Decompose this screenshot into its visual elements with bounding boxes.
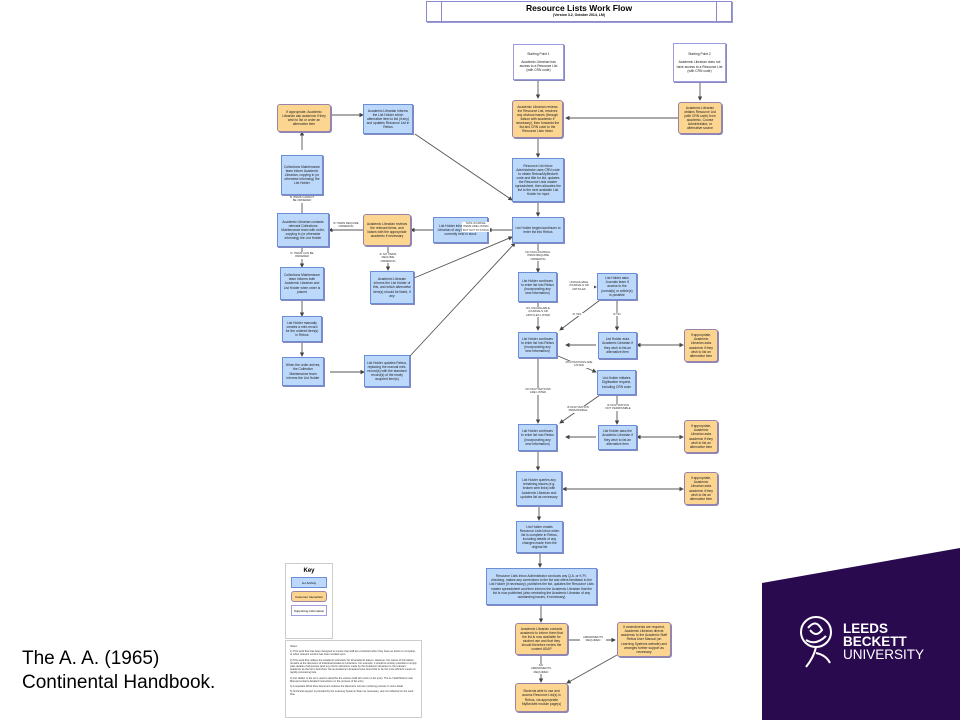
ask-academic-3: If appropriate, Academic Librarian asks … bbox=[684, 472, 718, 505]
edge-label: IF DIGITISATION NOT PERMISSIBLE bbox=[605, 403, 631, 411]
lh-mini-record: List Holder manually creates a mini-reco… bbox=[282, 316, 322, 342]
lh-begins-entry: List Holder begins/continues to enter li… bbox=[512, 217, 564, 243]
lh-asks-journals: List Holder asks Journals team if access… bbox=[597, 273, 637, 300]
note-item: 1) This work flow has been designed to e… bbox=[290, 650, 416, 657]
lh-asks-al-2: List Holder asks the Academic Librarian … bbox=[598, 425, 637, 450]
al-informs-lh-none: Academic Librarian informs the List Hold… bbox=[370, 271, 414, 304]
starting-point-2: Starting Point 2 Academic Librarian does… bbox=[673, 43, 726, 82]
lh-continues-3: List Holder continues to enter list into… bbox=[518, 424, 557, 451]
cm-informs-both: Collections Maintenance team informs bot… bbox=[280, 267, 324, 300]
edge-label: UNAVAILABLE JOURNALS OR ARTICLES bbox=[564, 280, 594, 291]
lh-queries-issues: List Holder queries any remaining issues… bbox=[516, 471, 562, 506]
edge-label: NO UNAVAILABLE JOURNALS OR ARTICLES LIST… bbox=[524, 306, 552, 317]
edge-label: NO DIGITISATIONS ARE LISTED bbox=[525, 387, 551, 395]
al-reviews-list: Academic Librarian reviews the Resource … bbox=[512, 100, 563, 138]
ask-academic-1: If appropriate, Academic Librarian asks … bbox=[684, 329, 718, 362]
edge-label: IF YES bbox=[570, 312, 584, 317]
al-contacts-academic: Academic Librarian contacts academic to … bbox=[515, 623, 568, 655]
university-wordmark: LEEDS BECKETT UNIVERSITY bbox=[843, 621, 925, 662]
edge-label: DIGITISATIONS ARE LISTED bbox=[564, 360, 594, 368]
lh-continues-1: List Holder continues to enter list into… bbox=[518, 272, 557, 302]
inbox-admin-qa: Resource Lists Inbox Administrator condu… bbox=[486, 568, 597, 605]
inbox-admin-allocates: Resource List Inbox Administrator uses C… bbox=[512, 158, 564, 202]
edge bbox=[413, 236, 513, 279]
diagram-subtitle: (Version 3.2, October 2014, LM) bbox=[553, 13, 605, 17]
amendments-required: If amendments are required, Academic Lib… bbox=[617, 622, 671, 657]
edge-label: IF DIGITISATION PERMISSIBLE bbox=[564, 405, 592, 413]
wordmark-line-3: UNIVERSITY bbox=[843, 647, 925, 662]
order-arrives: When the order arrives, the Collection M… bbox=[282, 357, 324, 386]
edge-label: IF NO bbox=[611, 312, 623, 317]
edge-label: IF NO ITEMS REQUIRE ORDERING bbox=[374, 252, 402, 263]
note-item: 4) A separate Work Flow document outline… bbox=[290, 685, 404, 689]
notes-heading: Notes: bbox=[290, 645, 298, 648]
edge-label: IF ITEMS CANNOT BE ORDERED bbox=[288, 195, 316, 203]
key-title: Key bbox=[303, 568, 315, 574]
lh-updates-records: List Holder updates Rebus, replacing the… bbox=[364, 355, 410, 387]
note-item: 5) Technical support is provided by the … bbox=[290, 690, 414, 697]
al-informs-lh-alternative: Academic Librarian informs the List Hold… bbox=[363, 104, 413, 134]
diagram-title-box: Resource Lists Work Flow (Version 3.2, O… bbox=[426, 1, 732, 22]
edge-label: NO NON-JOURNAL ITEMS REQUIRE ORDERING bbox=[523, 250, 553, 261]
lh-emails-inbox: List Holder emails Resource Lists Inbox … bbox=[516, 521, 563, 553]
diagram-title: Resource Lists Work Flow bbox=[525, 3, 633, 13]
note-item: 2) This work flow utilises the Academic … bbox=[290, 658, 417, 675]
edge-label: IF ITEMS REQUIRE ORDERING bbox=[332, 221, 360, 229]
students-access: Students able to use and access Resource… bbox=[515, 683, 568, 712]
lh-continues-2: List Holder continues to enter list into… bbox=[518, 332, 557, 358]
al-ask-academic-alternative: If appropriate, Academic Librarian ask a… bbox=[277, 104, 331, 132]
wordmark-line-1: LEEDS bbox=[843, 621, 889, 636]
caption-line-1: The A. A. (1965) bbox=[22, 648, 160, 669]
edge-label: NO AMENDMENTS REQUIRED bbox=[529, 663, 553, 674]
key-lli-activity: LLI Activity bbox=[291, 577, 327, 588]
ask-academic-2: If appropriate, Academic Librarian asks … bbox=[684, 420, 718, 453]
key-customer-interaction: Customer Interaction bbox=[291, 591, 327, 602]
cm-inform-al: Collections Maintenance team inform Acad… bbox=[281, 155, 323, 195]
wordmark-line-2: BECKETT bbox=[843, 634, 907, 649]
edge-label: AMENDMENTS REQUIRED bbox=[580, 635, 606, 643]
starting-point-1: Starting Point 1 Academic Librarian has … bbox=[513, 44, 564, 80]
note-item: 3) List Holder is the term used to descr… bbox=[290, 676, 414, 683]
edge-label: NON-JOURNAL ITEMS ARE LISTED, BUT NOT IN… bbox=[462, 221, 490, 232]
edge-label: IF ITEMS CAN BE ORDERED bbox=[288, 251, 316, 259]
al-obtains-list: Academic Librarian obtains Resource List… bbox=[678, 102, 722, 134]
lh-digitisation: List Holder initiates Digitisation reque… bbox=[597, 370, 636, 395]
al-contacts-cm: Academic Librarian contacts relevant Col… bbox=[277, 213, 329, 247]
notes-panel: Notes: 1) This work flow has been design… bbox=[285, 640, 422, 718]
edge bbox=[414, 133, 513, 201]
slide-caption: The A. A. (1965) Continental Handbook. bbox=[22, 647, 215, 695]
legend-key: Key LLI Activity Customer Interaction Su… bbox=[285, 563, 333, 639]
lh-asks-al-1: List Holder asks Academic Librarian if t… bbox=[598, 332, 637, 359]
edge bbox=[409, 242, 516, 357]
al-reviews-items: Academic Librarian reviews the relevant … bbox=[363, 214, 411, 246]
key-supporting-information: Supporting Information bbox=[291, 605, 327, 616]
edge bbox=[566, 654, 618, 684]
caption-line-2: Continental Handbook. bbox=[22, 672, 216, 693]
